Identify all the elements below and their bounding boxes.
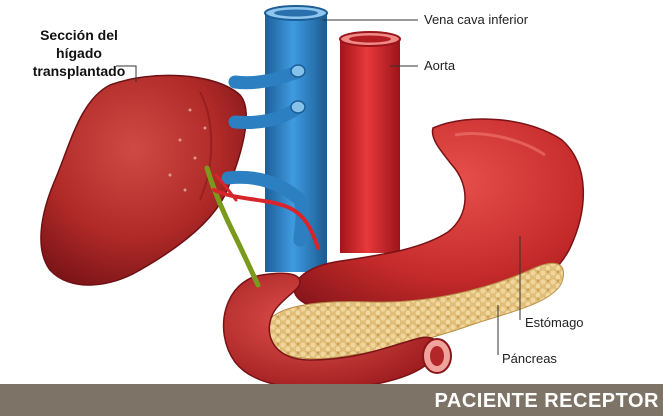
aorta-label: Aorta: [424, 58, 455, 73]
aorta: [340, 32, 400, 253]
footer-bar: PACIENTE RECEPTOR: [0, 384, 663, 416]
liver-section-label-line2: hígado: [18, 44, 140, 62]
vena-cava-label: Vena cava inferior: [424, 12, 528, 27]
liver-section: [41, 75, 246, 285]
stomach-label: Estómago: [525, 315, 584, 330]
pancreas-label: Páncreas: [502, 351, 557, 366]
footer-title: PACIENTE RECEPTOR: [435, 390, 659, 413]
liver-section-label: Sección del hígado transplantado: [18, 26, 140, 80]
duodenum-lumen: [430, 346, 444, 366]
bile-duct: [207, 168, 258, 285]
liver-section-label-line1: Sección del: [18, 26, 140, 44]
liver-section-label-line3: transplantado: [18, 62, 140, 80]
